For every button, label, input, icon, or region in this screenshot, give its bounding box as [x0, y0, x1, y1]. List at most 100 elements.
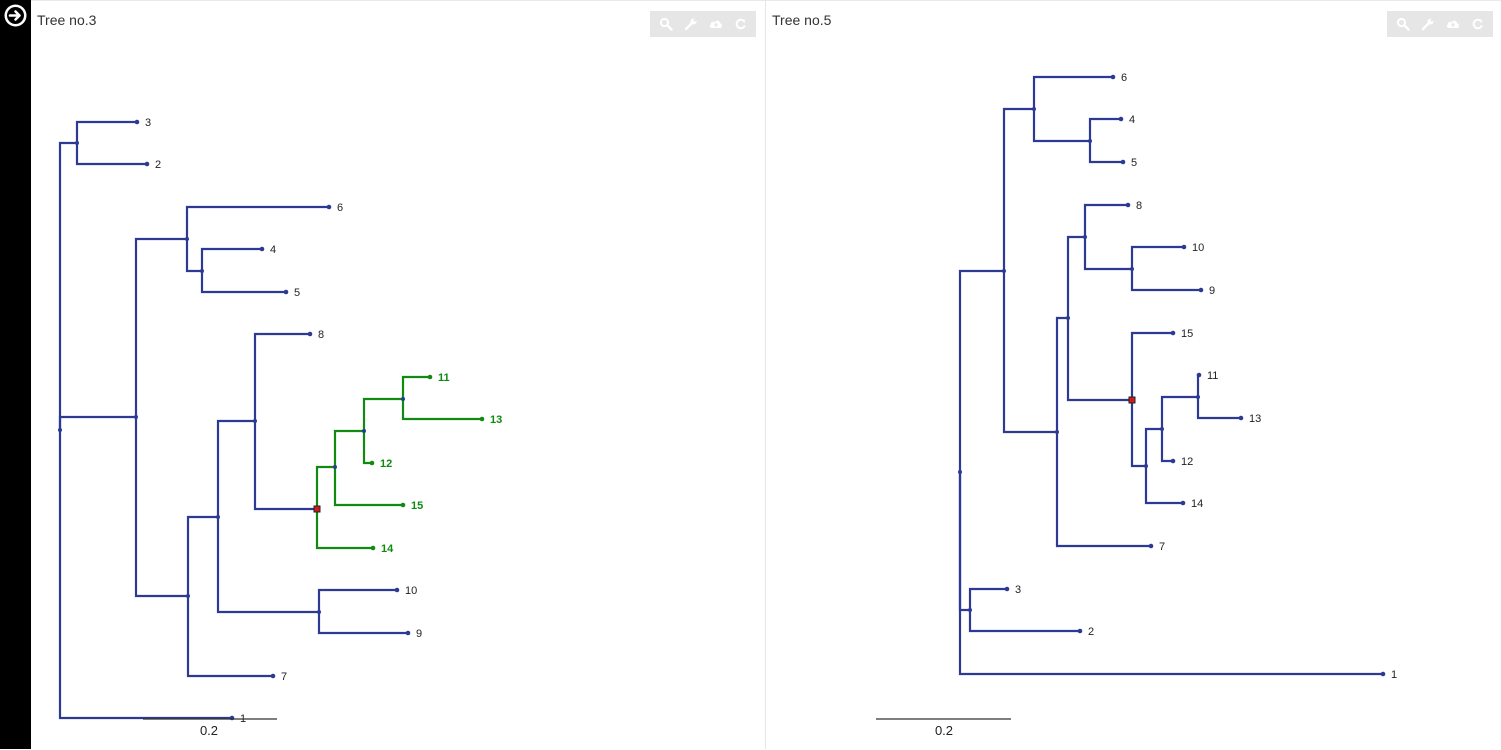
- refresh-icon[interactable]: [1467, 13, 1489, 35]
- leaf-label: 10: [1192, 242, 1204, 254]
- tree-branch: [1066, 318, 1132, 402]
- leaf-node: [400, 502, 406, 508]
- internal-node: [1088, 139, 1092, 143]
- tree-branch: [401, 375, 430, 399]
- leaf-label: 8: [1136, 200, 1142, 212]
- leaf-node: [283, 289, 289, 295]
- leaf-node: [394, 587, 400, 593]
- tree-branch: [1196, 373, 1200, 397]
- leaf-node: [1181, 244, 1187, 250]
- tree-branch: [1144, 427, 1162, 466]
- internal-node: [1066, 316, 1070, 320]
- tree-branch: [333, 467, 403, 507]
- leaf-label: 14: [381, 543, 394, 555]
- tree-branch: [75, 143, 147, 166]
- leaf-label: 13: [1249, 413, 1261, 425]
- tree-branch: [1144, 466, 1183, 505]
- tree-branch: [958, 472, 970, 612]
- tree-branch: [186, 596, 273, 678]
- tree-branch: [1130, 269, 1201, 292]
- tree-branch: [1130, 331, 1173, 400]
- leaf-label: 10: [405, 585, 417, 597]
- tree-branch: [75, 120, 137, 143]
- selected-node: [313, 505, 321, 513]
- leaf-node: [1004, 586, 1010, 592]
- wrench-icon[interactable]: [1417, 13, 1439, 35]
- leaf-label: 4: [270, 244, 276, 256]
- internal-node: [1055, 430, 1059, 434]
- tree-branch: [1130, 245, 1184, 269]
- leaf-label: 14: [1191, 498, 1203, 510]
- tree-branch: [968, 587, 1007, 610]
- tree-branch: [1066, 235, 1085, 318]
- tree-branch: [58, 430, 232, 720]
- tree-branch: [200, 271, 286, 294]
- leaf-node: [259, 246, 265, 252]
- tree-branch: [216, 517, 319, 614]
- leaf-label: 6: [1121, 72, 1127, 84]
- leaf-node: [144, 161, 150, 167]
- internal-node: [186, 594, 190, 598]
- internal-node: [317, 610, 321, 614]
- leaf-node: [1196, 372, 1202, 378]
- leaf-label: 11: [1207, 370, 1218, 382]
- tree-branch: [1196, 397, 1241, 420]
- panel-title: Tree no.3: [37, 12, 97, 28]
- arrow-right-circle-icon[interactable]: [3, 3, 28, 28]
- leaf-label: 8: [318, 329, 324, 341]
- leaf-label: 15: [411, 500, 423, 512]
- leaf-node: [369, 460, 375, 466]
- tree-branch: [253, 421, 317, 511]
- tree-branch: [1002, 271, 1057, 434]
- internal-node: [134, 415, 138, 419]
- selected-node: [1128, 396, 1136, 404]
- internal-node: [75, 141, 79, 145]
- tree-branch: [317, 612, 408, 635]
- leaf-node: [370, 545, 376, 551]
- internal-node: [253, 419, 257, 423]
- leaf-label: 6: [337, 202, 343, 214]
- panel-toolbar: [1387, 11, 1493, 37]
- tree-branch: [1160, 395, 1198, 429]
- leaf-node: [1077, 628, 1083, 634]
- leaf-node: [307, 331, 313, 337]
- tree-branch: [185, 239, 202, 273]
- leaf-node: [427, 374, 433, 380]
- tree-branch: [362, 397, 403, 431]
- leaf-label: 7: [1159, 541, 1165, 553]
- tree-branch: [1055, 432, 1151, 548]
- tree-branch: [253, 332, 310, 421]
- leaf-label: 5: [294, 287, 300, 299]
- leaf-node: [405, 630, 411, 636]
- search-icon[interactable]: [655, 13, 677, 35]
- tree-branch: [1055, 316, 1068, 432]
- leaf-label: 9: [416, 628, 422, 640]
- leaf-node: [270, 673, 276, 679]
- leaf-label: 12: [1181, 456, 1193, 468]
- refresh-icon[interactable]: [730, 13, 752, 35]
- internal-node: [1130, 267, 1134, 271]
- leaf-label: 9: [1209, 285, 1215, 297]
- leaf-node: [1180, 500, 1186, 506]
- wrench-icon[interactable]: [680, 13, 702, 35]
- search-icon[interactable]: [1392, 13, 1414, 35]
- cloud-upload-icon[interactable]: [705, 13, 727, 35]
- scale-label: 0.2: [200, 723, 218, 738]
- tree-branch: [186, 515, 218, 596]
- internal-node: [185, 237, 189, 241]
- tree-branch: [401, 399, 482, 421]
- leaf-node: [1148, 543, 1154, 549]
- tree-branch: [1002, 107, 1034, 271]
- internal-node: [1083, 235, 1087, 239]
- leaf-label: 11: [438, 372, 450, 384]
- panel-toolbar: [650, 11, 756, 37]
- cloud-upload-icon[interactable]: [1442, 13, 1464, 35]
- tree-branch: [968, 610, 1080, 633]
- tree-branch: [315, 509, 373, 550]
- leaf-label: 3: [145, 117, 151, 129]
- tree-branch: [185, 205, 329, 239]
- internal-node: [58, 428, 62, 432]
